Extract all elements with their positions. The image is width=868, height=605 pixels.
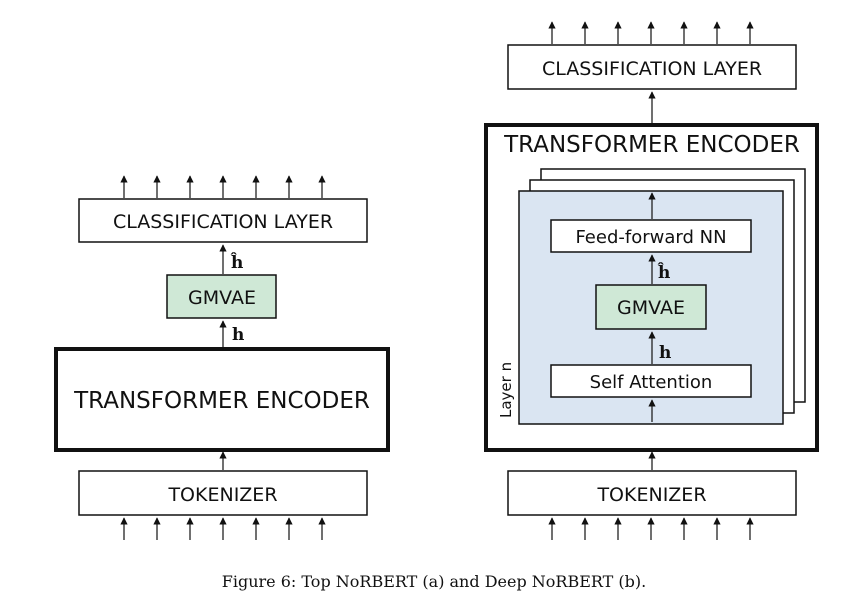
left-h-label: h [232,325,244,345]
left-h-hat-label: ĥ [230,252,243,273]
left-transformer-encoder-label: TRANSFORMER ENCODER [73,388,370,414]
architecture-diagram: CLASSIFICATION LAYER ĥ GMVAE h TRANSFORM… [54,21,819,540]
left-gmvae-box [166,274,277,319]
right-gmvae-label: GMVAE [617,297,685,319]
right-h-label: h [659,343,671,363]
right-tokenizer-box [507,470,797,516]
feed-forward-nn-box [550,219,752,253]
right-input-arrows [548,517,754,540]
right-transformer-encoder-label: TRANSFORMER ENCODER [503,132,800,158]
top-norbert-diagram: CLASSIFICATION LAYER ĥ GMVAE h TRANSFORM… [54,175,390,540]
right-tokenizer-label: TOKENIZER [596,484,706,506]
left-transformer-encoder-box [54,347,390,452]
left-input-arrows [120,517,326,540]
left-gmvae-label: GMVAE [188,287,256,309]
self-attention-box [550,364,752,398]
deep-norbert-diagram: CLASSIFICATION LAYER TRANSFORMER ENCODER… [484,21,819,540]
self-attention-label: Self Attention [590,372,713,393]
right-classification-layer-box [507,44,797,90]
feed-forward-nn-label: Feed-forward NN [575,227,726,248]
right-output-arrows [548,21,754,44]
left-classification-layer-box [78,198,368,243]
right-h-hat-label: ĥ [657,262,670,283]
figure-caption: Figure 6: Top NoRBERT (a) and Deep NoRBE… [221,572,647,591]
left-classification-layer-label: CLASSIFICATION LAYER [113,211,333,233]
left-tokenizer-label: TOKENIZER [167,484,277,506]
right-gmvae-box [595,284,707,330]
left-tokenizer-box [78,470,368,516]
left-output-arrows [120,175,326,198]
layer-n-label: Layer n [497,362,515,418]
right-classification-layer-label: CLASSIFICATION LAYER [542,58,762,80]
